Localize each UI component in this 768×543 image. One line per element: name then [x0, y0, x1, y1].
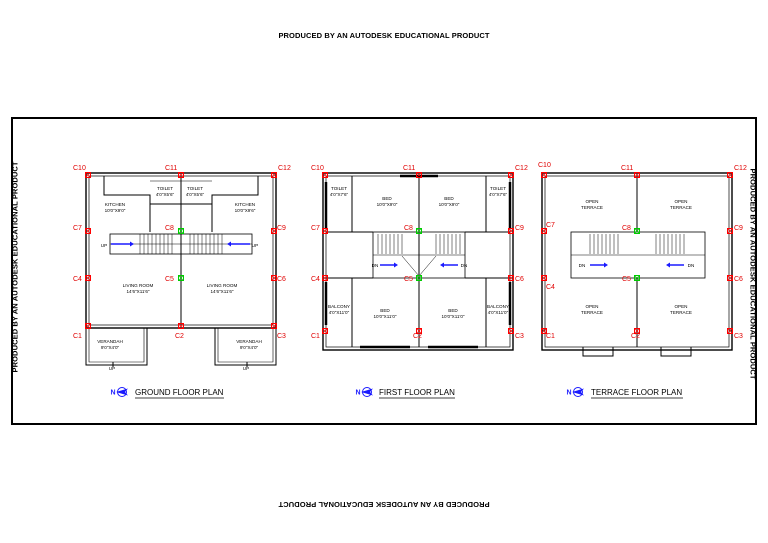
col-label: C3	[277, 333, 286, 340]
north-arrow-icon	[354, 387, 374, 397]
room-size: 10'0"X9'0"	[105, 208, 126, 213]
room-name: KITCHEN	[235, 202, 255, 207]
stair-dn: DN	[579, 263, 586, 268]
plan-title-ground: GROUND FLOOR PLAN	[135, 388, 224, 397]
col-label: C6	[515, 276, 524, 283]
col-label: C7	[73, 225, 82, 232]
room-size: 10'0"X11'0"	[441, 314, 464, 319]
north-arrow-icon	[109, 387, 129, 397]
col-label: C2	[631, 333, 640, 340]
plan-title-first: FIRST FLOOR PLAN	[379, 388, 455, 397]
room-size: 4'0"X11'0"	[329, 310, 350, 315]
room-size: 4'0"X11'0"	[488, 310, 509, 315]
room-name: VERANDAH	[97, 339, 123, 344]
col-label: C9	[515, 225, 524, 232]
col-label: C3	[734, 333, 743, 340]
room-name: BED	[380, 308, 390, 313]
stair-up: UP	[101, 243, 107, 248]
room-name: BED	[444, 196, 454, 201]
room-name: BED	[448, 308, 458, 313]
terrace-floor-plan	[541, 172, 733, 357]
room-name: TERRACE	[670, 310, 692, 315]
col-label: C5	[165, 276, 174, 283]
room-size: 10'0"X11'0"	[373, 314, 396, 319]
col-label: C1	[73, 333, 82, 340]
col-label: C2	[413, 333, 422, 340]
room-name: TOILET	[157, 186, 173, 191]
col-label: C12	[734, 165, 747, 172]
col-label: C7	[311, 225, 320, 232]
room-size: 4'0"X7'6"	[330, 192, 349, 197]
col-label: C11	[403, 165, 415, 172]
col-label: C6	[734, 276, 743, 283]
col-label: C8	[622, 225, 631, 232]
room-name: OPEN	[585, 304, 598, 309]
room-name: TERRACE	[581, 310, 603, 315]
col-label: C10	[311, 165, 324, 172]
room-size: 9'0"X4'0"	[240, 345, 259, 350]
room-name: TOILET	[331, 186, 347, 191]
first-floor-plan	[322, 172, 514, 351]
col-label: C12	[278, 165, 291, 172]
room-name: BALCONY	[487, 304, 509, 309]
room-size: 14'6"X11'6"	[210, 289, 233, 294]
room-name: TOILET	[490, 186, 506, 191]
watermark-top: PRODUCED BY AN AUTODESK EDUCATIONAL PROD…	[278, 31, 490, 40]
sheet-border	[11, 117, 757, 425]
col-label: C4	[311, 276, 320, 283]
stair-dn: DN	[688, 263, 695, 268]
col-label: C5	[404, 276, 413, 283]
room-size: 10'0"X9'0"	[377, 202, 398, 207]
room-name: TOILET	[187, 186, 203, 191]
room-name: TERRACE	[581, 205, 603, 210]
col-label: C3	[515, 333, 524, 340]
col-label: C2	[175, 333, 184, 340]
col-label: C7	[546, 222, 555, 229]
column-markers	[85, 172, 733, 334]
col-label: C5	[622, 276, 631, 283]
room-name: LIVING ROOM	[207, 283, 238, 288]
room-name: OPEN	[674, 199, 687, 204]
col-label: C9	[277, 225, 286, 232]
room-name: VERANDAH	[236, 339, 262, 344]
col-label: C12	[515, 165, 528, 172]
col-label: C10	[538, 162, 551, 169]
plan-title-terrace: TERRACE FLOOR PLAN	[591, 388, 682, 397]
col-label: C11	[621, 165, 633, 172]
col-label: C11	[165, 165, 177, 172]
stair-dn: DN	[372, 263, 379, 268]
col-label: C1	[546, 333, 555, 340]
room-size: 9'0"X4'0"	[101, 345, 120, 350]
room-size: 10'0"X9'6"	[235, 208, 256, 213]
room-size: 14'6"X11'6"	[126, 289, 149, 294]
room-size: 4'0"X7'6"	[489, 192, 508, 197]
stair-up: UP	[243, 366, 249, 371]
col-label: C1	[311, 333, 320, 340]
col-label: C4	[546, 284, 555, 291]
stair-up: UP	[252, 243, 258, 248]
room-size: 4'0"X5'6"	[186, 192, 205, 197]
room-name: TERRACE	[670, 205, 692, 210]
room-name: BALCONY	[328, 304, 350, 309]
room-name: KITCHEN	[105, 202, 125, 207]
stair-dn: DN	[461, 263, 468, 268]
room-name: OPEN	[674, 304, 687, 309]
col-label: C4	[73, 276, 82, 283]
room-name: LIVING ROOM	[123, 283, 154, 288]
col-label: C9	[734, 225, 743, 232]
room-name: OPEN	[585, 199, 598, 204]
room-size: 4'0"X5'6"	[156, 192, 175, 197]
room-name: BED	[382, 196, 392, 201]
col-label: C10	[73, 165, 86, 172]
north-arrow-icon	[565, 387, 585, 397]
col-label: C8	[165, 225, 174, 232]
col-label: C8	[404, 225, 413, 232]
stair-up: UP	[109, 366, 115, 371]
room-size: 10'0"X9'0"	[439, 202, 460, 207]
col-label: C6	[277, 276, 286, 283]
